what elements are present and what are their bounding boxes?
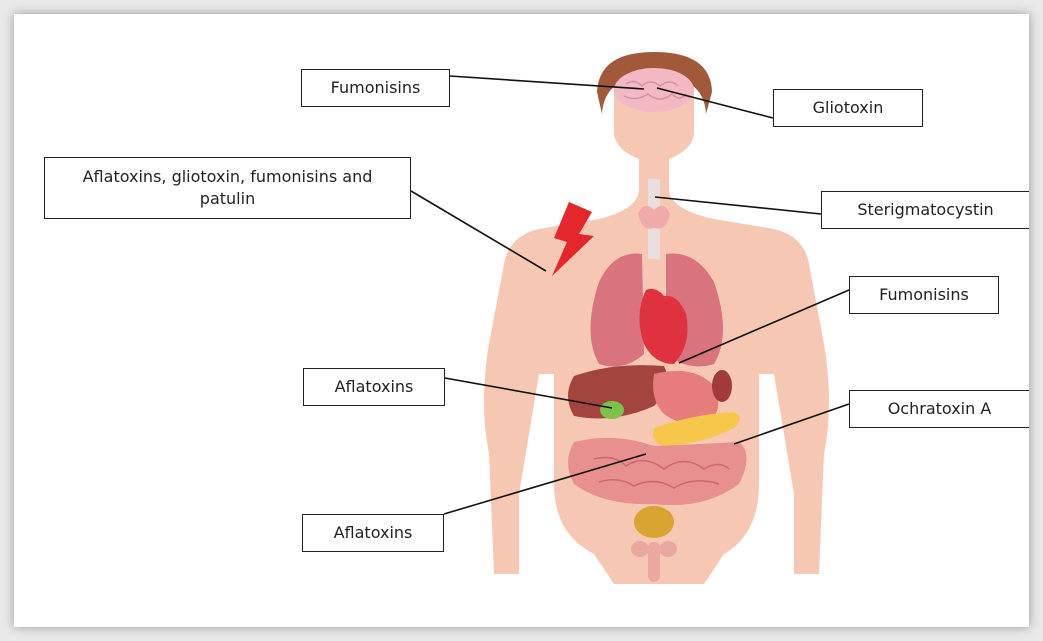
label-liver-aflatoxins: Aflatoxins (303, 368, 445, 406)
brain-shape (614, 68, 694, 112)
label-brain-fumonisins: Fumonisins (301, 69, 450, 107)
label-intestine-aflatoxins: Aflatoxins (302, 514, 444, 552)
label-multi-toxins: Aflatoxins, gliotoxin, fumonisins and pa… (44, 157, 411, 219)
label-kidney-ochratoxin: Ochratoxin A (849, 390, 1029, 428)
label-brain-gliotoxin: Gliotoxin (773, 89, 923, 127)
body-silhouette (484, 52, 829, 584)
label-heart-fumonisins: Fumonisins (849, 276, 999, 314)
label-thyroid-sterigmatocystin: Sterigmatocystin (821, 191, 1029, 229)
diagram-frame: Fumonisins Gliotoxin Aflatoxins, gliotox… (14, 14, 1029, 627)
